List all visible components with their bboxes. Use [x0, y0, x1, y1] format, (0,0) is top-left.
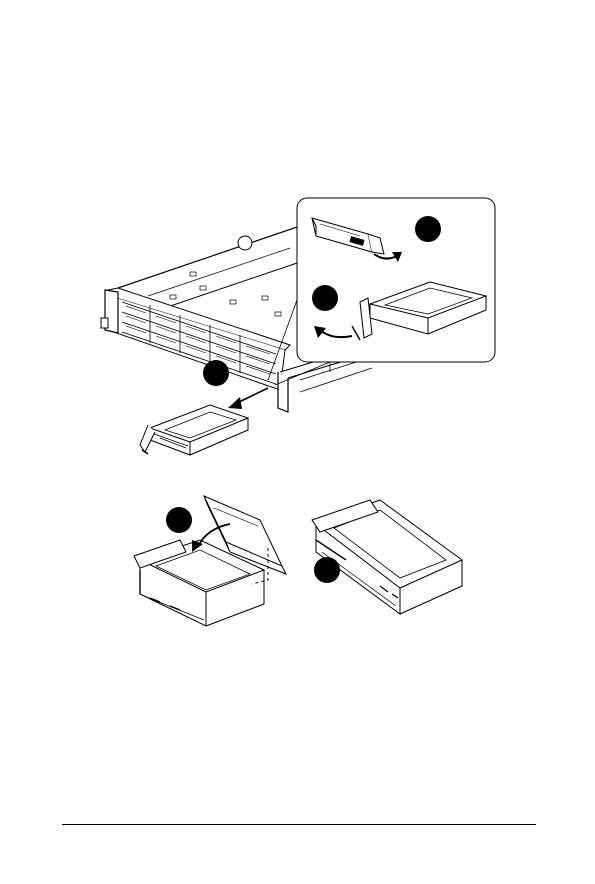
step-marker-3 [203, 360, 229, 386]
drive-insertion [134, 496, 286, 626]
step-marker-5 [314, 557, 340, 583]
drive-tray-extracted [140, 405, 248, 455]
step-marker-4 [166, 507, 192, 533]
detail-callout [268, 198, 495, 385]
step-marker-1 [415, 216, 441, 242]
step-marker-2 [312, 285, 338, 311]
assembled-drive-tray [312, 500, 462, 614]
footer-rule [62, 824, 536, 825]
pull-out-arrow [228, 388, 268, 409]
